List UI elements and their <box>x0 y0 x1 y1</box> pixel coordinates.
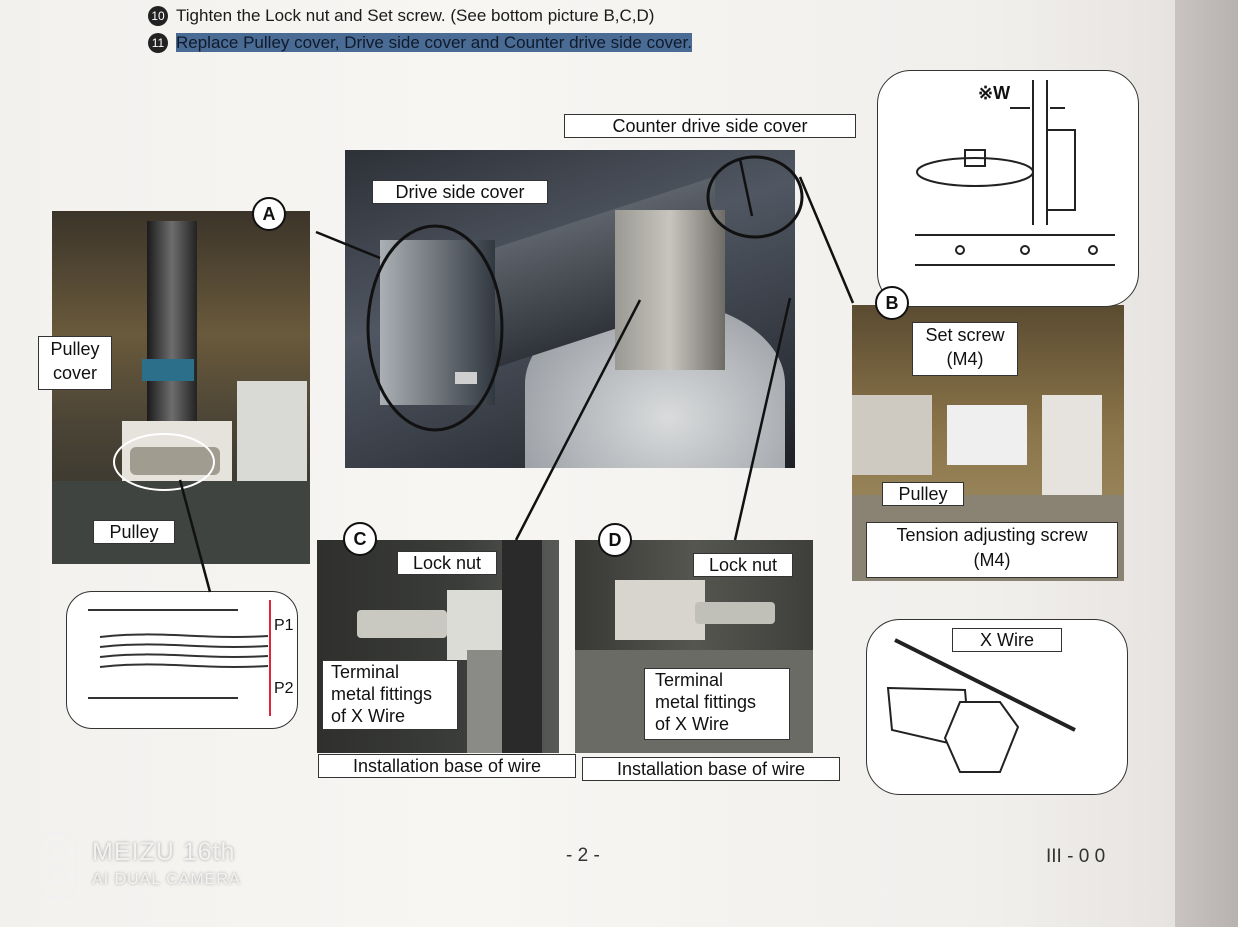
step-text: Tighten the Lock nut and Set screw. (See… <box>176 6 655 25</box>
label-line: (M4) <box>973 550 1011 570</box>
label-drive-side-cover: Drive side cover <box>372 180 548 204</box>
label-installation-base-c: Installation base of wire <box>318 754 576 778</box>
step-number: 10 <box>148 6 168 26</box>
inset-w-gap <box>877 70 1139 307</box>
document-code: III - 0 0 <box>1046 846 1106 867</box>
drive-cover-ellipse <box>366 155 804 432</box>
label-line: Terminal <box>655 670 724 690</box>
step-text-highlighted: Replace Pulley cover, Drive side cover a… <box>176 33 692 52</box>
wire-spool-drawing <box>88 600 271 716</box>
label-line: of X Wire <box>655 714 730 734</box>
marker-c: C <box>343 522 377 556</box>
label-p1: P1 <box>274 617 294 634</box>
label-terminal-d: Terminal metal fittings of X Wire <box>644 668 790 740</box>
w-gap-drawing <box>915 80 1115 266</box>
x-wire-screw-drawing <box>886 638 1076 773</box>
label-p2: P2 <box>274 680 294 697</box>
label-lock-nut-c: Lock nut <box>397 551 497 575</box>
marker-a: A <box>252 197 286 231</box>
watermark-sub: AI DUAL CAMERA <box>92 871 241 888</box>
leader-arrows <box>178 158 855 593</box>
page-edge-shadow <box>1175 0 1238 927</box>
label-x-wire: X Wire <box>952 628 1062 652</box>
camera-logo-icon <box>38 832 78 900</box>
label-line: Terminal <box>331 662 400 682</box>
label-line: of X Wire <box>331 706 406 726</box>
step-11: 11 Replace Pulley cover, Drive side cover… <box>148 33 692 53</box>
label-w: ※W <box>978 83 1011 103</box>
inset-wire-spool <box>66 591 298 729</box>
pulley-outline-ellipse <box>113 433 215 491</box>
watermark-brand: MEIZU 16th <box>92 838 236 866</box>
label-terminal-c: Terminal metal fittings of X Wire <box>322 660 458 730</box>
label-counter-drive-side-cover: Counter drive side cover <box>564 114 856 138</box>
label-line: (M4) <box>946 349 984 369</box>
label-line: Pulley <box>50 339 100 359</box>
label-tension-adjusting-screw: Tension adjusting screw (M4) <box>866 522 1118 578</box>
label-pulley-a: Pulley <box>93 520 175 544</box>
label-installation-base-d: Installation base of wire <box>582 757 840 781</box>
label-line: cover <box>52 363 97 383</box>
step-number: 11 <box>148 33 168 53</box>
step-10: 10 Tighten the Lock nut and Set screw. (S… <box>148 6 654 26</box>
marker-d: D <box>598 523 632 557</box>
label-line: Set screw <box>925 325 1005 345</box>
label-set-screw: Set screw (M4) <box>912 322 1018 376</box>
label-pulley-b: Pulley <box>882 482 964 506</box>
label-line: metal fittings <box>331 684 433 704</box>
label-pulley-cover: Pulley cover <box>38 336 112 390</box>
page-number: - 2 - <box>566 845 600 866</box>
label-lock-nut-d: Lock nut <box>693 553 793 577</box>
marker-b: B <box>875 286 909 320</box>
label-line: Tension adjusting screw <box>896 525 1088 545</box>
label-line: metal fittings <box>655 692 757 712</box>
